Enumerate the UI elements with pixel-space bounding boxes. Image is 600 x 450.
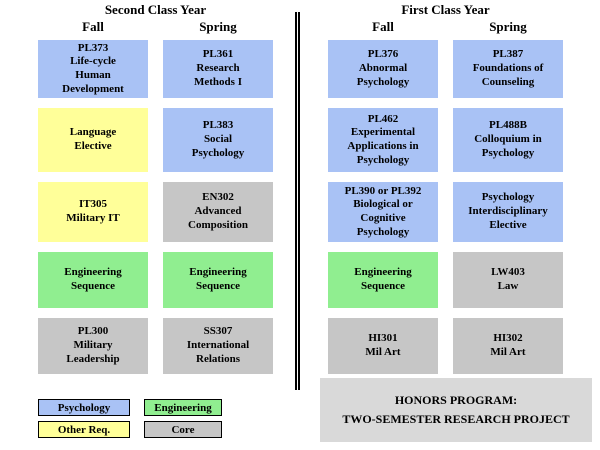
second-class-year-column-headers: Fall Spring (38, 19, 273, 35)
legend-item-other-req: Other Req. (38, 421, 130, 438)
second-class-year-grid: PL373 Life-cycle Human Development PL361… (38, 40, 273, 374)
course-box-pl376: PL376 Abnormal Psychology (328, 40, 438, 98)
course-box-it305: IT305 Military IT (38, 182, 148, 242)
second-class-year-title: Second Class Year (104, 2, 207, 17)
course-box-pl488b: PL488B Colloquium in Psychology (453, 108, 563, 172)
spring-header: Spring (489, 19, 527, 34)
second-class-year-section: Second Class Year Fall Spring PL373 Life… (38, 2, 273, 374)
legend: Psychology Engineering Other Req. Core (38, 399, 222, 438)
course-box-en302: EN302 Advanced Composition (163, 182, 273, 242)
course-box-engineering-sequence: Engineering Sequence (38, 252, 148, 308)
first-class-year-column-headers: Fall Spring (328, 19, 563, 35)
fall-header: Fall (82, 19, 104, 34)
legend-item-psychology: Psychology (38, 399, 130, 416)
course-box-psych-interdisciplinary: Psychology Interdisciplinary Elective (453, 182, 563, 242)
course-box-pl462: PL462 Experimental Applications in Psych… (328, 108, 438, 172)
first-class-year-grid: PL376 Abnormal Psychology PL387 Foundati… (328, 40, 563, 374)
course-box-pl387: PL387 Foundations of Counseling (453, 40, 563, 98)
fall-header: Fall (372, 19, 394, 34)
course-box-pl361: PL361 Research Methods I (163, 40, 273, 98)
legend-item-core: Core (144, 421, 222, 438)
course-box-language-elective: Language Elective (38, 108, 148, 172)
course-box-ss307: SS307 International Relations (163, 318, 273, 374)
legend-item-engineering: Engineering (144, 399, 222, 416)
honors-program-panel: HONORS PROGRAM: TWO-SEMESTER RESEARCH PR… (320, 378, 592, 442)
course-box-hi302: HI302 Mil Art (453, 318, 563, 374)
course-box-engineering-sequence: Engineering Sequence (328, 252, 438, 308)
course-box-pl300: PL300 Military Leadership (38, 318, 148, 374)
course-box-pl383: PL383 Social Psychology (163, 108, 273, 172)
course-box-lw403: LW403 Law (453, 252, 563, 308)
course-box-pl390-pl392: PL390 or PL392 Biological or Cognitive P… (328, 182, 438, 242)
first-class-year-section: First Class Year Fall Spring PL376 Abnor… (328, 2, 563, 374)
course-box-hi301: HI301 Mil Art (328, 318, 438, 374)
spring-header: Spring (199, 19, 237, 34)
course-box-engineering-sequence: Engineering Sequence (163, 252, 273, 308)
course-box-pl373: PL373 Life-cycle Human Development (38, 40, 148, 98)
first-class-year-title: First Class Year (401, 2, 490, 17)
year-divider-line (295, 12, 300, 390)
